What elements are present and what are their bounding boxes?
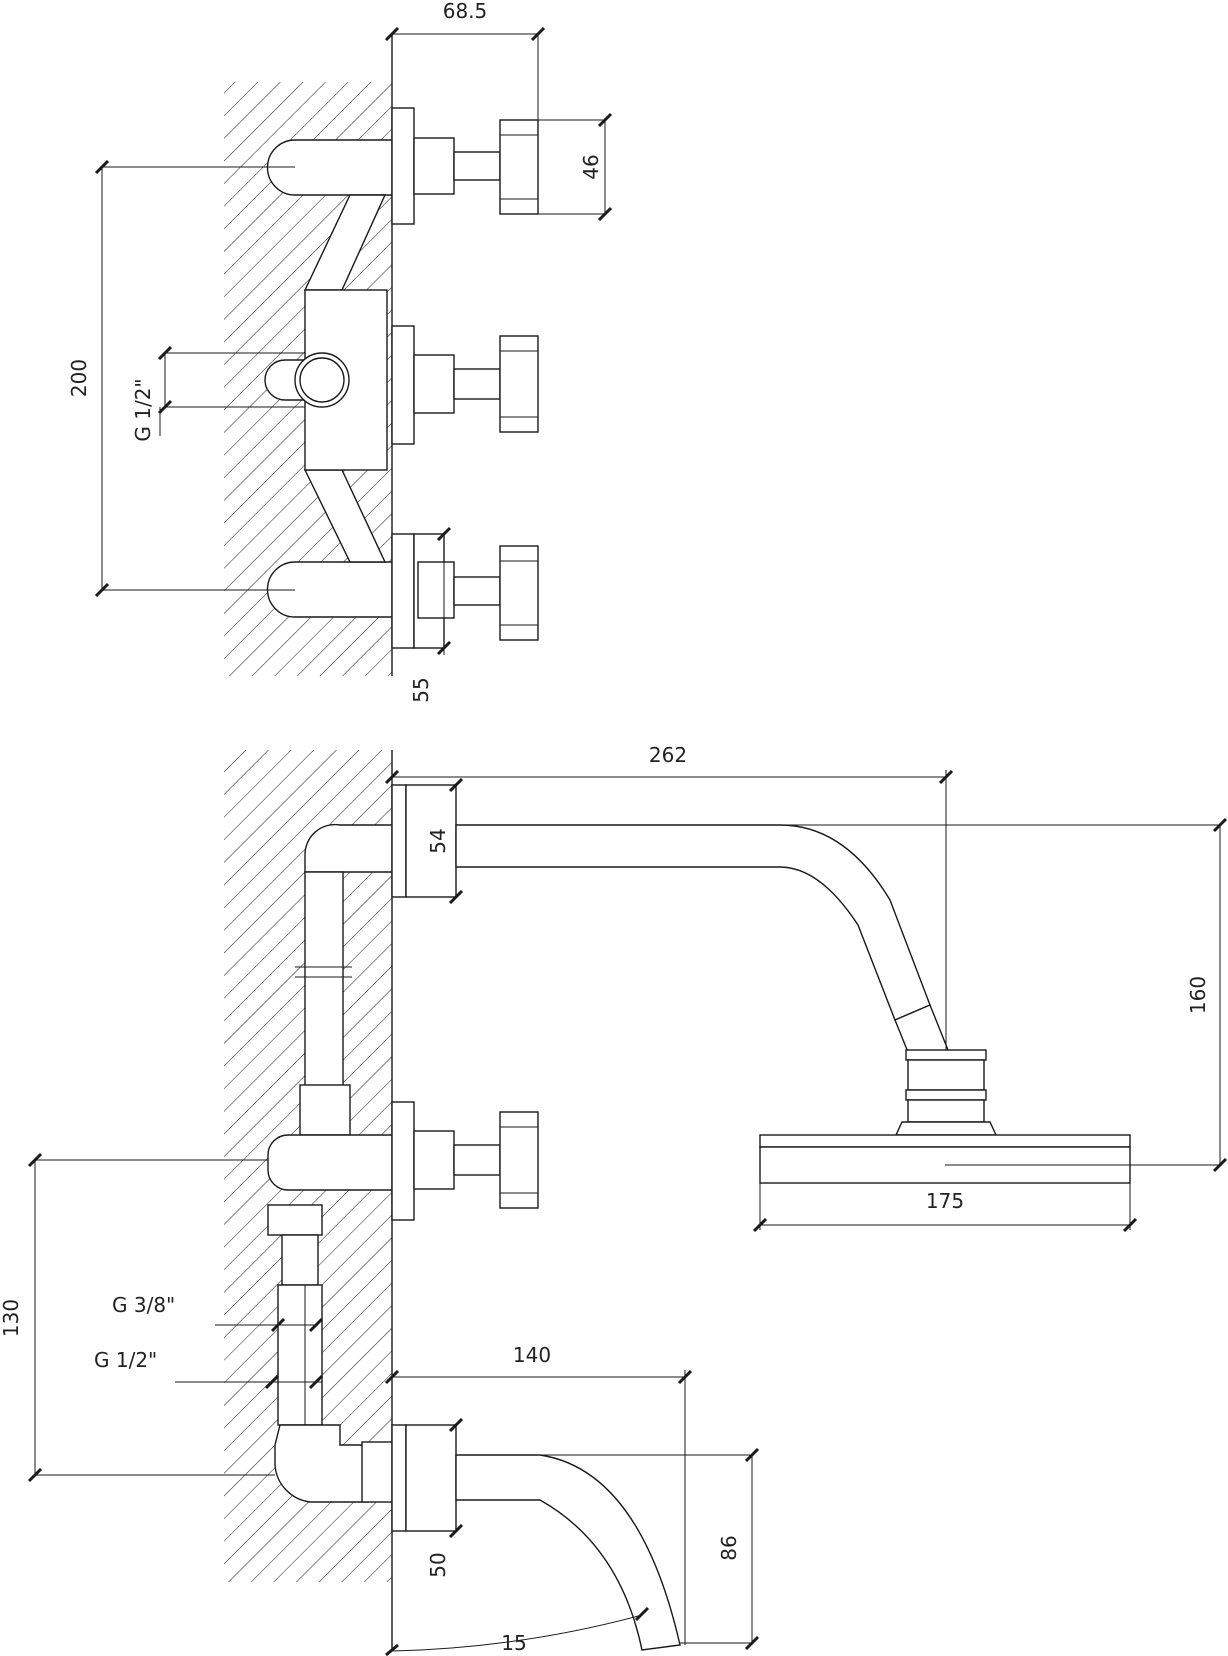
dim-arm-length: 262 (384, 743, 954, 1050)
dim-spout-length: 140 (384, 1343, 693, 1645)
dim-centre-distance: 200 (67, 159, 295, 598)
label-spout-length: 140 (513, 1343, 551, 1367)
side-view: 262 54 160 175 (0, 743, 1228, 1656)
valve-middle (391, 325, 539, 445)
dim-plate-depth: 55 (392, 526, 452, 703)
label-inlet-height: 130 (0, 1299, 23, 1337)
label-head-diameter: 175 (926, 1189, 964, 1213)
dim-head-diameter: 175 (752, 1183, 1138, 1233)
dim-inlet-height: 130 (0, 1152, 275, 1483)
label-handle-height: 46 (579, 154, 603, 179)
valve-side (391, 1101, 539, 1221)
label-centre-distance: 200 (67, 359, 91, 397)
dim-thread-small: G 3/8" (112, 1293, 324, 1333)
valve-top (391, 107, 539, 225)
label-spout-angle: 15 (501, 1631, 526, 1655)
label-thread-top: G 1/2" (131, 378, 155, 441)
dim-spout-flange: 50 (426, 1417, 464, 1578)
label-thread-small: G 3/8" (112, 1293, 175, 1317)
top-view: 68.5 46 200 G 1/2" (67, 0, 613, 703)
dim-thread-top: G 1/2" (131, 345, 305, 442)
concealed-body-top (264, 139, 393, 618)
shower-arm (455, 824, 931, 1021)
label-depth: 68.5 (443, 0, 488, 23)
spout (391, 1424, 681, 1651)
label-spout-drop: 86 (717, 1535, 741, 1560)
dim-handle-height: 46 (538, 112, 613, 222)
label-flange-height: 54 (426, 828, 450, 853)
dim-arm-drop: 160 (780, 817, 1228, 1173)
label-spout-flange: 50 (426, 1552, 450, 1577)
label-plate-depth: 55 (409, 677, 433, 702)
dim-depth-top: 68.5 (384, 0, 546, 120)
label-arm-length: 262 (649, 743, 687, 767)
shower-head (759, 1049, 1131, 1184)
dim-spout-angle: 15 (385, 1606, 650, 1656)
concealed-riser (267, 823, 393, 1503)
valve-bottom (391, 533, 539, 649)
arm-flange (391, 784, 407, 898)
dim-spout-drop: 86 (540, 1447, 760, 1651)
dim-thread-large: G 1/2" (94, 1348, 324, 1390)
dim-flange-height: 54 (426, 777, 464, 905)
label-thread-large: G 1/2" (94, 1348, 157, 1372)
label-arm-drop: 160 (1186, 976, 1210, 1014)
